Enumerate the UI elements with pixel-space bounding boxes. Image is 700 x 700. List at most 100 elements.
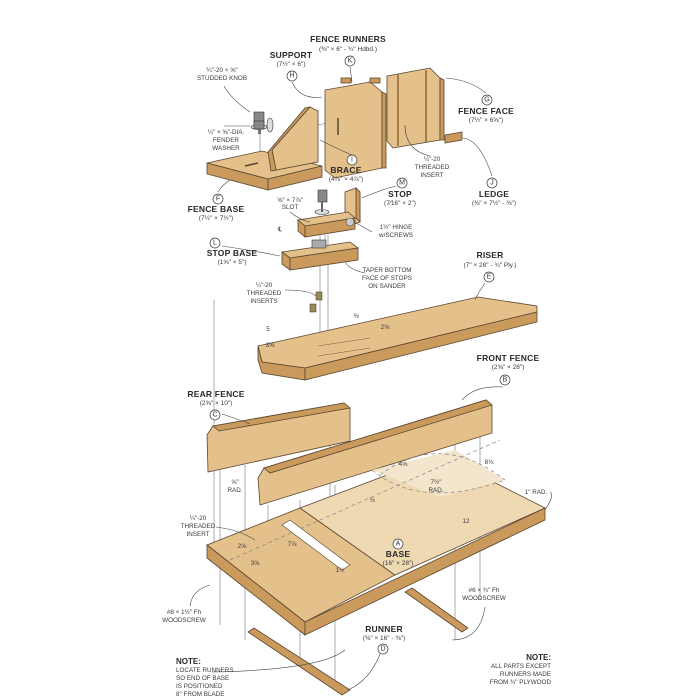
dimension-label: ⅜ (369, 497, 375, 504)
part-letter-circle (392, 538, 404, 550)
note-left-line: SO END OF BASE (176, 675, 229, 682)
note-left-line: 8" FROM BLADE (176, 691, 224, 698)
small-woodscrew-callout: #6 × ¾" Fh (469, 587, 500, 594)
rear-fence-part (206, 402, 351, 473)
threaded-insert-callout: ¼"-20 (424, 156, 441, 163)
rear-fence-dims: (2⅝" × 10") (200, 400, 233, 407)
corner-radius-callout: 1" RAD. (525, 489, 548, 496)
studded-knob-callout: STUDDED KNOB (197, 75, 247, 82)
base-threaded-insert-callout: THREADED (181, 523, 216, 530)
dimension-label: 8⅛ (485, 459, 495, 466)
dimension-label: ⅜ (353, 313, 359, 320)
ledge-dims: (⅜" × 7½" - ⅜") (472, 199, 516, 207)
fence-face-dims: (7½" × 6⅝") (469, 116, 503, 124)
riser-letter: E (487, 274, 492, 281)
note-right-line: RUNNERS MADE (500, 671, 551, 678)
dimension-label: 5 (266, 326, 270, 333)
dimension-label: 2⅝ (238, 543, 248, 550)
part-letter-circle (344, 55, 356, 67)
note-left-title: NOTE: (176, 657, 201, 666)
slot-callout: SLOT (282, 204, 299, 211)
taper-callout: ON SANDER (368, 283, 406, 290)
hinge-callout: 1½" HINGE (380, 223, 413, 231)
fence-face-label: FENCE FACE (458, 106, 514, 116)
base-dims: (16" × 28") (383, 560, 414, 567)
brace-label: BRACE (330, 165, 361, 175)
part-letter-circle (396, 177, 408, 189)
part-letter-circle (209, 409, 221, 421)
front-fence-dims: (2⅝" × 28") (492, 364, 525, 371)
stop-base-part (280, 239, 360, 271)
stop-base-dims: (1⅝" × 5") (217, 259, 246, 266)
front-fence-part (257, 399, 493, 506)
slot-callout: ⅝" × 7⅞" (277, 197, 303, 204)
base-threaded-insert-callout: INSERT (187, 531, 210, 538)
stop-base-label: STOP BASE (207, 248, 258, 258)
dimension-label: 3⅝ (251, 560, 261, 567)
threaded-inserts-callout: THREADED (247, 290, 282, 297)
taper-callout: FACE OF STOPS (362, 275, 412, 282)
part-letter-circle (212, 193, 224, 205)
part-letter-circle (377, 643, 389, 655)
ledge-part (444, 131, 463, 144)
runner-label: RUNNER (365, 624, 403, 634)
part-letter-circle (481, 94, 493, 106)
front-fence-label: FRONT FENCE (477, 353, 540, 363)
threaded-inserts-callout: ¼"-20 (256, 282, 273, 289)
base-label: BASE (386, 549, 411, 559)
fence-runners-letter: K (348, 58, 353, 65)
note-right-line: FROM ¾" PLYWOOD (490, 679, 552, 686)
front-fence-letter: B (503, 377, 508, 384)
support-label: SUPPORT (270, 50, 313, 60)
large-woodscrew-callout: #8 × 1½" Fh (167, 608, 202, 616)
runner-letter: D (380, 646, 385, 653)
fender-washer-callout: ¼" × ⅝"-DIA. (208, 129, 245, 136)
large-radius-callout: 7½" (431, 478, 442, 486)
fender-washer-callout: WASHER (212, 145, 240, 152)
stop-base-letter: L (213, 240, 217, 247)
part-letter-circle (499, 374, 511, 386)
riser-dims: (7" × 28" - ¾" Ply.) (464, 262, 517, 269)
fence-base-label: FENCE BASE (188, 204, 245, 214)
ledge-letter: J (490, 180, 494, 187)
hinge-callout: w/SCREWS (378, 232, 413, 239)
dimension-label: 2⅝ (381, 324, 391, 331)
note-right: NOTE: ALL PARTS EXCEPT RUNNERS MADE FROM… (490, 653, 552, 686)
dimension-label: 1½ (336, 566, 346, 574)
knob-on-brace-hardware (253, 117, 274, 133)
fence-base-letter: F (216, 196, 220, 203)
part-letter-circle (483, 271, 495, 283)
small-radius-callout: ⅝" (231, 479, 239, 486)
support-part (324, 77, 387, 179)
leader-lines (189, 66, 552, 691)
base-part (206, 439, 546, 636)
stop-label: STOP (388, 189, 412, 199)
brace-dims: (4⅞" × 4⅞") (329, 176, 363, 183)
note-right-title: NOTE: (526, 653, 551, 662)
dimension-label: 7⅞ (288, 541, 298, 548)
base-letter: A (396, 541, 401, 548)
runner-part-right (404, 587, 469, 633)
fender-washer-callout: FENDER (213, 137, 239, 144)
rear-fence-label: REAR FENCE (187, 389, 244, 399)
small-woodscrew-callout: WOODSCREW (462, 595, 506, 602)
large-woodscrew-callout: WOODSCREW (162, 617, 206, 624)
stop-block (297, 189, 356, 238)
ledge-label: LEDGE (479, 189, 509, 199)
support-letter: H (289, 73, 294, 80)
stop-dims: (7⁄16" × 2") (384, 200, 416, 207)
stop-letter: M (399, 180, 405, 187)
small-radius-callout: RAD. (227, 487, 242, 494)
rear-fence-letter: C (212, 412, 217, 419)
note-right-line: ALL PARTS EXCEPT (491, 663, 551, 670)
large-radius-callout: RAD. (428, 487, 443, 494)
centerline-symbol: ℄ (277, 226, 282, 233)
support-dims: (7½" × 6") (276, 60, 305, 68)
studded-knob-callout: ¼"-20 × ⅝" (206, 67, 237, 74)
threaded-insert-callout: INSERT (421, 172, 444, 179)
fence-runners-label: FENCE RUNNERS (310, 34, 386, 44)
brace-part (267, 106, 319, 172)
brace-letter: I (351, 157, 353, 164)
runner-dims: (⅜" × 16" - ⅜") (363, 635, 406, 642)
